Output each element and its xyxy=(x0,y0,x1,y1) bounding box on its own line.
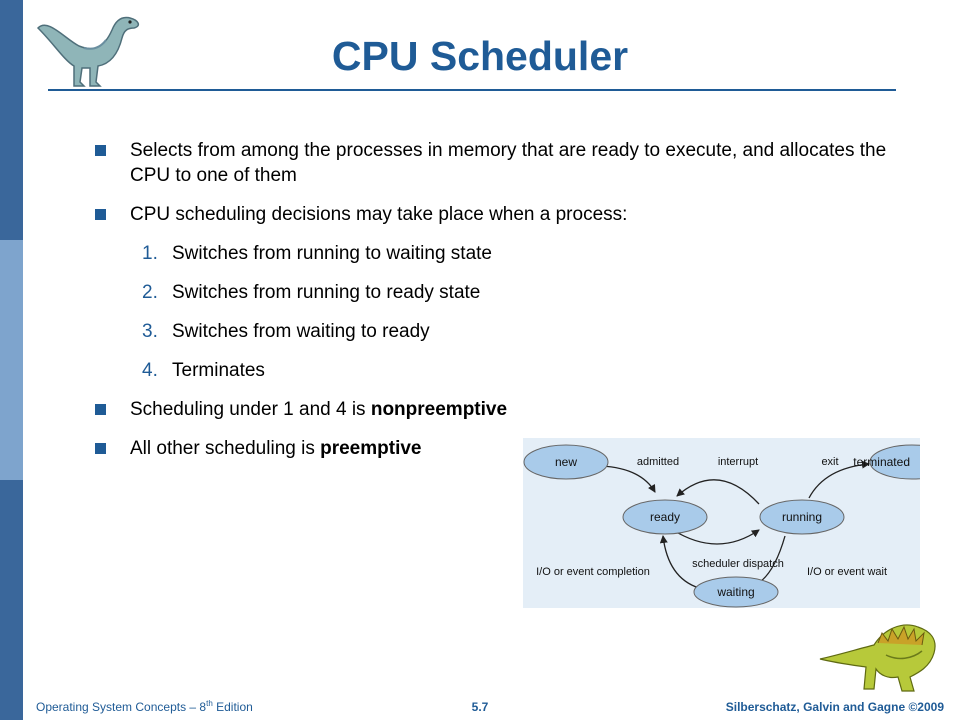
bullet-item: All other scheduling is preemptive xyxy=(94,436,914,461)
bullet-list: Selects from among the processes in memo… xyxy=(94,138,914,475)
sub-item: 3. Switches from waiting to ready xyxy=(94,319,914,344)
sub-item-text: Terminates xyxy=(172,360,265,381)
state-terminated: terminated xyxy=(853,444,920,480)
state-terminated-label: terminated xyxy=(853,455,910,469)
label-io-completion: I/O or event completion xyxy=(536,566,650,578)
state-running: running xyxy=(759,499,845,535)
sidebar-middle xyxy=(0,240,23,480)
sub-item-text: Switches from running to ready state xyxy=(172,282,481,303)
label-scheduler-dispatch: scheduler dispatch xyxy=(692,558,784,570)
footer-book-title-sup: th xyxy=(206,699,213,708)
state-ready: ready xyxy=(622,499,708,535)
arrow-interrupt xyxy=(676,479,760,505)
process-state-diagram: new terminated ready running waiting adm… xyxy=(523,438,920,608)
bullet-item: CPU scheduling decisions may take place … xyxy=(94,202,914,227)
dinosaur-logo-icon xyxy=(36,16,140,87)
state-new-label: new xyxy=(555,455,577,469)
state-new: new xyxy=(523,444,609,480)
footer-book-title: Operating System Concepts – 8th Edition xyxy=(36,699,253,714)
sidebar-bottom xyxy=(0,480,23,720)
arrow-io-completion xyxy=(659,535,700,589)
label-exit: exit xyxy=(821,456,838,468)
arrow-exit xyxy=(808,460,870,499)
state-waiting: waiting xyxy=(693,576,779,608)
footer-book-title-suffix: Edition xyxy=(212,700,253,714)
slide-title: CPU Scheduler xyxy=(331,33,629,79)
label-io-wait: I/O or event wait xyxy=(807,566,887,578)
bullet-square-icon xyxy=(95,209,106,220)
bullet-text-prefix: All other scheduling is xyxy=(130,438,321,459)
title-underline xyxy=(48,89,896,91)
arrow-admitted xyxy=(600,465,656,493)
sub-item-text: Switches from waiting to ready xyxy=(172,321,430,342)
sub-item: 2. Switches from running to ready state xyxy=(94,280,914,305)
bullet-text-prefix: Scheduling under 1 and 4 is xyxy=(130,399,371,420)
state-ready-label: ready xyxy=(650,510,680,524)
footer-copyright: Silberschatz, Galvin and Gagne ©2009 xyxy=(725,700,944,714)
label-admitted: admitted xyxy=(637,456,679,468)
bullet-text-bold: nonpreemptive xyxy=(370,399,508,420)
sub-item: 4. Terminates xyxy=(94,358,914,383)
bullet-square-icon xyxy=(95,443,106,454)
bullet-square-icon xyxy=(95,145,106,156)
sub-item: 1. Switches from running to waiting stat… xyxy=(94,241,914,266)
bullet-item: Selects from among the processes in memo… xyxy=(94,138,914,188)
bullet-text: CPU scheduling decisions may take place … xyxy=(130,204,628,225)
bullet-square-icon xyxy=(95,404,106,415)
footer-book-title-text: Operating System Concepts – 8 xyxy=(36,700,207,714)
footer-slide-number: 5.7 xyxy=(471,700,489,714)
bullet-text: Selects from among the processes in memo… xyxy=(130,140,887,186)
state-waiting-label: waiting xyxy=(716,585,754,599)
bullet-text-bold: preemptive xyxy=(320,438,422,459)
dinosaur-bottom-icon xyxy=(819,624,936,692)
sub-item-text: Switches from running to waiting state xyxy=(172,243,492,264)
sidebar-top xyxy=(0,0,23,240)
sub-item-number: 1. xyxy=(142,243,158,264)
bullet-item: Scheduling under 1 and 4 is nonpreemptiv… xyxy=(94,397,914,422)
label-interrupt: interrupt xyxy=(718,456,758,468)
sub-item-number: 2. xyxy=(142,282,158,303)
state-running-label: running xyxy=(782,510,822,524)
sub-item-number: 4. xyxy=(142,360,158,381)
arrow-scheduler-dispatch xyxy=(672,529,760,545)
sub-item-number: 3. xyxy=(142,321,158,342)
